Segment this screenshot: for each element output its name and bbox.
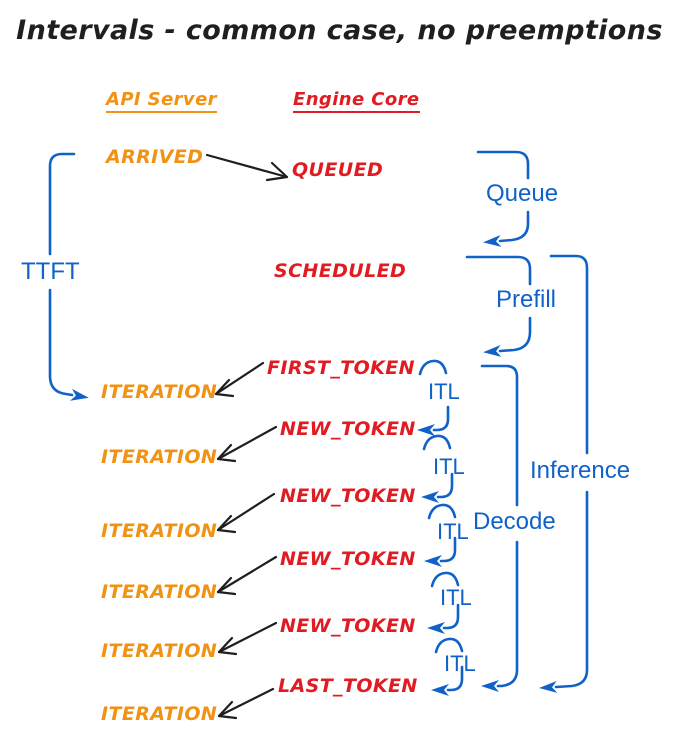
inference-bracket [539, 254, 589, 693]
itl-bracket-5 [431, 637, 464, 696]
event-first-token: FIRST_TOKEN [267, 357, 415, 379]
arrow-first-token-to-iteration [214, 361, 265, 398]
event-iteration-4: ITERATION [101, 581, 218, 603]
interval-itl-5: ITL [444, 651, 476, 676]
event-new-token-3: NEW_TOKEN [280, 548, 416, 570]
event-new-token-4: NEW_TOKEN [280, 615, 416, 637]
decode-bracket [480, 364, 519, 692]
interval-itl-4: ITL [440, 585, 472, 610]
queue-bracket [476, 150, 530, 247]
ttft-bracket [48, 152, 89, 401]
interval-prefill: Prefill [496, 286, 557, 313]
event-last-token: LAST_TOKEN [278, 675, 418, 697]
event-arrived: ARRIVED [106, 146, 204, 168]
interval-decode: Decode [473, 508, 556, 535]
arrow-new-token3-to-iteration [216, 555, 278, 596]
arrow-new-token2-to-iteration [216, 492, 276, 534]
event-new-token-1: NEW_TOKEN [280, 418, 416, 440]
arrow-last-token-to-iteration [217, 687, 275, 720]
itl-bracket-1 [417, 359, 450, 436]
itl-bracket-3 [424, 503, 457, 567]
diagram-title: Intervals - common case, no preemptions [16, 15, 663, 46]
interval-inference: Inference [530, 457, 631, 484]
event-new-token-2: NEW_TOKEN [280, 485, 416, 507]
interval-itl-1: ITL [428, 379, 460, 404]
event-scheduled: SCHEDULED [274, 260, 407, 282]
arrow-new-token4-to-iteration [217, 621, 278, 656]
event-iteration-6: ITERATION [101, 703, 218, 725]
event-iteration-5: ITERATION [101, 640, 218, 662]
event-iteration-2: ITERATION [101, 446, 218, 468]
interval-ttft: TTFT [21, 258, 80, 285]
interval-itl-2: ITL [433, 454, 465, 479]
event-iteration-1: ITERATION [101, 381, 218, 403]
interval-itl-3: ITL [437, 519, 469, 544]
column-header-api-server: API Server [106, 90, 217, 113]
column-header-engine-core: Engine Core [293, 90, 420, 113]
itl-bracket-2 [421, 434, 454, 503]
itl-bracket-4 [427, 571, 460, 634]
event-iteration-3: ITERATION [101, 520, 218, 542]
prefill-bracket [465, 255, 532, 357]
arrow-arrived-to-queued [205, 153, 289, 182]
event-queued: QUEUED [292, 159, 384, 181]
interval-queue: Queue [486, 180, 559, 207]
arrow-new-token1-to-iteration [216, 425, 278, 463]
